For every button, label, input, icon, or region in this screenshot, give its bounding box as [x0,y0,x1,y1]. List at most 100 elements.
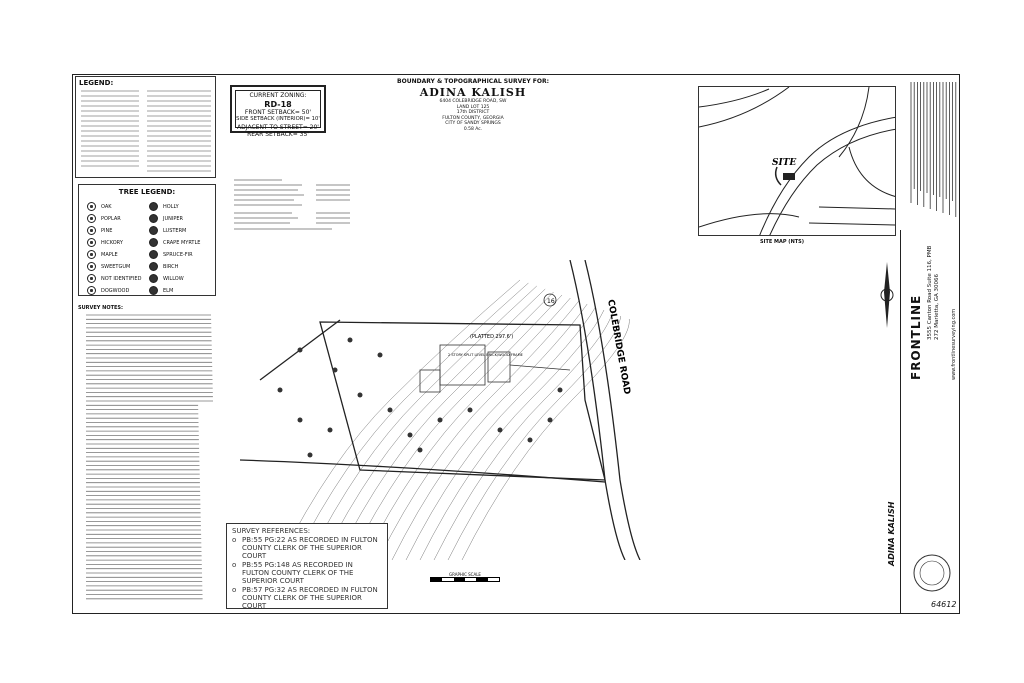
impervious-area-table [234,179,350,230]
tree-legend-item: JUNIPER [149,214,207,223]
tree-legend-label: BIRCH [163,263,179,270]
title-block: FRONTLINE 3555 Canton Road Suite 116, PM… [887,230,961,614]
tree-legend-item: MAPLE [87,250,145,259]
city: CITY OF SANDY SPRINGS [445,121,501,126]
house-label: 2 STORY SPLIT LEVEL BRICK/WOOD FRAME [448,353,523,357]
tree-legend-item: DOGWOOD [87,286,145,295]
survey-notes: SURVEY NOTES: [78,305,218,607]
land-lot: LAND LOT 125 [456,104,490,110]
tree-legend-label: CRAPE MYRTLE [163,239,201,246]
title-line: BOUNDARY & TOPOGRAPHICAL SURVEY FOR: [397,78,549,85]
property-boundary [319,321,606,481]
tree-legend-label: ELM [163,287,174,294]
tree-symbol-icon [87,262,96,271]
tree-legend-label: OAK [101,203,112,210]
tree-symbol-icon [149,202,158,211]
plat-drawing: 16 (PLATTED 297.6') 2 STORY SPLIT LEVEL … [240,260,641,560]
tree-symbol-icon [149,286,158,295]
road-label: COLEBRIDGE ROAD [605,299,632,395]
zoning-rear: REAR SETBACK= 35' [247,131,309,138]
site-map: SITE [698,86,896,236]
lot-number: 16 [547,298,555,305]
tree-legend-label: POPLAR [101,215,121,222]
legend-symbols [81,90,211,172]
tree-legend-title: TREE LEGEND: [118,188,176,196]
tree-legend-label: DOGWOOD [101,287,130,294]
survey-notes-text-lines [86,314,213,600]
tree-legend-label: PINE [101,227,113,234]
firm-name: FRONTLINE [909,294,923,380]
site-label: SITE [772,158,796,168]
tree-legend-label: WILLOW [163,275,184,282]
graphic-scale: GRAPHIC SCALE [430,572,500,582]
house-outline [439,344,486,386]
platted-dimension: (PLATTED 297.6') [470,334,513,340]
survey-reference-item: o PB:57 PG:32 AS RECORDED IN FULTON COUNT… [232,586,382,610]
bullet-icon: o [232,536,237,544]
owner-name: ADINA KALISH [419,86,527,99]
survey-references: SURVEY REFERENCES: o PB:55 PG:22 AS RECOR… [226,523,388,610]
zoning-side: SIDE SETBACK (INTERIOR)= 10' [236,116,320,122]
tree-symbol-icon [87,238,96,247]
certification-notes [910,82,957,217]
tree-legend-label: LUSTERM [163,227,187,234]
site-map-caption: SITE MAP (NTS) [760,239,805,245]
survey-references-title: SURVEY REFERENCES: [232,527,311,535]
tree-legend-box: TREE LEGEND: OAK HOLLY POPLAR JUNIPER PINE LU… [78,184,216,296]
survey-reference-text: PB:57 PG:32 AS RECORDED IN FULTON COUNTY… [242,586,378,610]
surveyor-seal-icon [913,554,951,592]
survey-reference-item: o PB:55 PG:22 AS RECORDED IN FULTON COUNT… [232,536,382,560]
tree-legend-label: SWEETGUM [101,263,131,270]
zoning-front: FRONT SETBACK= 50' [244,108,312,116]
tree-symbol-icon [87,274,96,283]
tree-legend-label: SPRUCE-FIR [163,251,193,258]
tree-legend-item: CRAPE MYRTLE [149,238,207,247]
tree-legend-item: SWEETGUM [87,262,145,271]
tree-legend-item: HICKORY [87,238,145,247]
legend-box: LEGEND: [75,76,216,178]
property-address: 6404 COLEBRIDGE ROAD, SW [439,99,507,104]
zoning-adjacent: ADJACENT TO STREET= 20' [237,123,319,131]
tree-symbol-icon [87,226,96,235]
tree-legend-label: NOT IDENTIFIED [101,275,142,282]
district: 17th DISTRICT [456,110,490,115]
tree-legend-item: LUSTERM [149,226,207,235]
tree-symbol-icon [87,202,96,211]
tree-legend-item: WILLOW [149,274,207,283]
tree-legend-grid: OAK HOLLY POPLAR JUNIPER PINE LUSTERM HICKORY C… [87,202,207,295]
tree-symbol-icon [87,286,96,295]
graphic-scale-label: GRAPHIC SCALE [449,572,481,577]
acreage: 0.58 Ac. [463,126,483,132]
tree-symbol-icon [149,226,158,235]
survey-notes-title: SURVEY NOTES: [78,305,124,311]
tree-symbol-icon [149,262,158,271]
zoning-code: RD-18 [264,99,292,109]
tree-legend-label: MAPLE [101,251,118,258]
firm-website: www.frontlinesurveying.com [951,308,957,380]
project-owner: ADINA KALISH [887,501,896,566]
tree-legend-item: SPRUCE-FIR [149,250,207,259]
bullet-icon: o [232,561,237,569]
tree-symbol-icon [87,214,96,223]
zoning-heading: CURRENT ZONING: [249,92,307,99]
tree-legend-item: PINE [87,226,145,235]
zoning-box: CURRENT ZONING: RD-18 FRONT SETBACK= 50'… [230,85,326,138]
county: FULTON COUNTY, GEORGIA [442,115,504,121]
tree-legend-item: HOLLY [149,202,207,211]
job-number: 64612 [931,600,957,609]
survey-reference-text: PB:55 PG:22 AS RECORDED IN FULTON COUNTY… [242,536,378,560]
tree-symbol-icon [87,250,96,259]
site-map-drawing: SITE [699,87,895,235]
tree-legend-label: JUNIPER [163,215,183,222]
legend-title: LEGEND: [79,79,114,87]
firm-address: 3555 Canton Road Suite 116, PMB 272 Mari… [927,245,940,340]
tree-legend-item: BIRCH [149,262,207,271]
tree-legend-item: OAK [87,202,145,211]
tree-legend-label: HOLLY [163,203,179,210]
north-arrow-icon [880,262,894,328]
tree-legend-item: POPLAR [87,214,145,223]
bullet-icon: o [232,586,237,594]
tree-symbol-icon [149,274,158,283]
survey-title: BOUNDARY & TOPOGRAPHICAL SURVEY FOR: ADI… [368,78,578,132]
